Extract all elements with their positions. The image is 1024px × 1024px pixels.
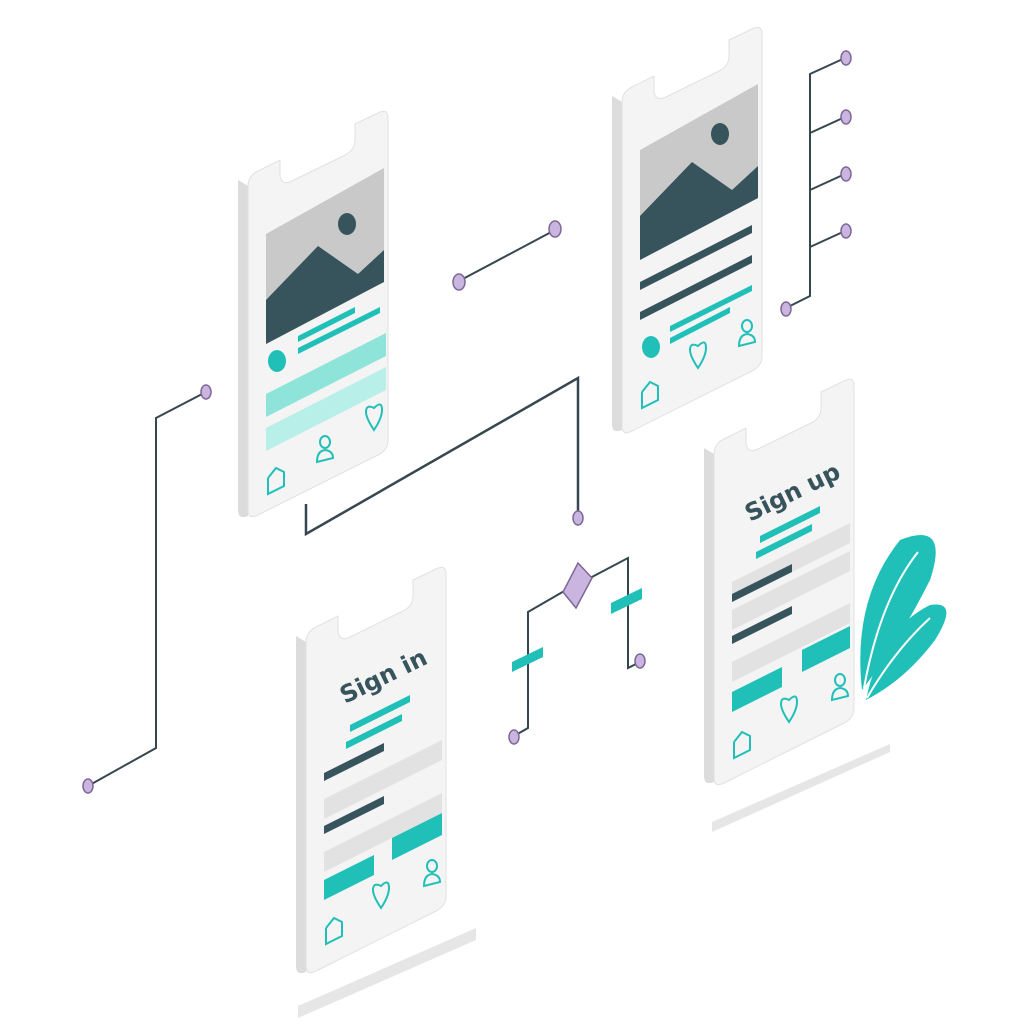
connector-center [304, 375, 580, 537]
connector-flow [513, 556, 641, 737]
phone-shadow [712, 744, 890, 832]
connector-right-branches [785, 57, 846, 309]
user-icon [315, 435, 335, 464]
flow-pill [611, 588, 642, 614]
signup-button-secondary[interactable] [802, 626, 850, 672]
user-icon [830, 673, 850, 702]
heart-icon [688, 341, 708, 370]
connector-node [840, 109, 852, 125]
heart-icon [364, 403, 384, 432]
home-icon [733, 730, 751, 760]
user-icon [737, 319, 757, 348]
connector-node [82, 778, 94, 794]
flow-pill [512, 647, 543, 672]
connector-node [634, 653, 646, 669]
connector-node [200, 384, 212, 400]
connector-node [452, 273, 466, 291]
connector-left [87, 391, 207, 787]
connector-node [840, 166, 852, 182]
leaf-plant-icon [860, 535, 947, 700]
phone-gallery-screen [612, 26, 763, 434]
connector-node [840, 223, 852, 239]
home-icon [325, 916, 343, 946]
connector-node [780, 301, 792, 317]
connector-node [572, 510, 584, 526]
avatar [268, 350, 286, 372]
phone-shadow [298, 928, 476, 1018]
connector-top [458, 229, 556, 282]
phone-feed-screen [238, 110, 389, 518]
heart-icon [779, 695, 799, 724]
connector-node [840, 50, 852, 66]
phone-signup-screen: Sign up [704, 378, 855, 786]
home-icon [267, 466, 285, 496]
connector-node [548, 220, 562, 238]
diamond-node-icon [562, 561, 593, 610]
connector-node [508, 729, 520, 745]
home-icon [641, 380, 659, 410]
signup-button[interactable] [732, 667, 782, 712]
heart-icon [371, 881, 391, 910]
phone-signin-screen: Sign in [296, 566, 447, 974]
signin-button-secondary[interactable] [392, 813, 442, 860]
signin-button[interactable] [324, 855, 374, 900]
user-icon [422, 859, 442, 888]
avatar [642, 336, 660, 358]
